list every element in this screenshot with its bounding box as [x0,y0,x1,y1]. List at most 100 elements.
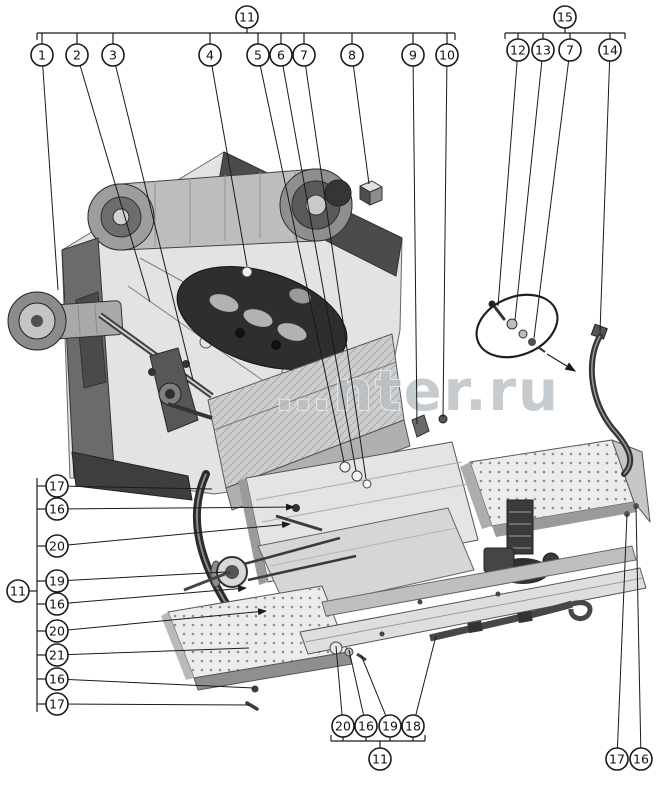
watermark: …nter.ru [275,359,560,424]
callout-20: 20 [45,534,69,558]
leader-line [56,703,251,706]
callout-number: 2 [73,48,81,63]
callout-16: 16 [45,667,69,691]
leader-line [335,645,344,727]
callout-5: 5 [246,43,270,67]
callout-circle [246,43,270,67]
callout-number: 7 [300,48,308,63]
callout-circle [401,43,425,67]
callout-number: 8 [348,48,356,63]
detail-oval [475,293,577,372]
leader-line [412,635,437,727]
callout-number: 11 [239,10,255,25]
callout-16: 16 [354,714,378,738]
callout-circle [340,43,364,67]
leader-line [442,54,448,418]
callout-circle [6,579,30,603]
leader-line [209,54,248,267]
callout-circle [235,5,259,29]
callout-circle [30,43,54,67]
callout-number: 13 [535,43,551,58]
leader-line [56,678,255,689]
callout-number: 11 [10,584,26,599]
callout-17: 17 [45,474,69,498]
callout-number: 19 [49,574,65,589]
leader-lines [41,49,642,760]
callout-circle [435,43,459,67]
group-brackets [29,28,626,748]
callout-14: 14 [598,38,622,62]
callout-circle [269,43,293,67]
callout-number: 16 [49,502,65,517]
callout-circle [292,43,316,67]
callout-17: 17 [45,692,69,716]
leader-line [497,49,519,307]
callout-13: 13 [531,38,555,62]
leader-line [616,513,628,760]
callout-7: 7 [292,43,316,67]
callout-4: 4 [198,43,222,67]
leader-line [41,54,59,291]
callout-12: 12 [506,38,530,62]
callout-6: 6 [269,43,293,67]
leader-line [280,54,357,472]
callout-circle [45,643,69,667]
callout-number: 19 [382,719,398,734]
callout-circle [598,38,622,62]
leader-line [348,649,367,727]
leader-line [351,54,370,185]
left-platform [161,585,353,711]
callout-circle [506,38,530,62]
callout-number: 7 [566,43,574,58]
callout-number: 3 [109,48,117,63]
callout-circle [629,747,653,771]
callout-number: 15 [557,10,573,25]
callout-1: 1 [30,43,54,67]
callout-18: 18 [401,714,425,738]
auger-flange [7,291,214,399]
frame-rails [299,545,647,662]
callout-number: 16 [49,597,65,612]
callout-circle [45,474,69,498]
callout-8: 8 [340,43,364,67]
callout-9: 9 [401,43,425,67]
leader-line [56,571,227,582]
leader-line [412,54,418,425]
leader-line [360,654,391,727]
callout-number: 16 [358,719,374,734]
callout-11: 11 [368,747,392,771]
callout-15: 15 [553,5,577,29]
callout-circle [558,38,582,62]
callout-16: 16 [45,497,69,521]
callout-circle [331,714,355,738]
leader-line [533,49,571,339]
callout-number: 20 [49,539,65,554]
callout-21: 21 [45,643,69,667]
callout-circle [531,38,555,62]
callout-number: 20 [49,624,65,639]
callout-16: 16 [629,747,653,771]
callout-circle [368,747,392,771]
callout-circle [553,5,577,29]
callout-circle [45,592,69,616]
rotor [176,265,348,371]
callout-11: 11 [235,5,259,29]
callout-20: 20 [331,714,355,738]
cube-part [359,180,383,206]
callout-number: 16 [633,752,649,767]
leader-line [56,485,213,490]
callout-17: 17 [605,747,629,771]
callout-10: 10 [435,43,459,67]
callout-2: 2 [65,43,89,67]
callout-number: 1 [38,48,46,63]
callout-circle [45,667,69,691]
callout-circle [65,43,89,67]
callout-circle [378,714,402,738]
callout-7: 7 [558,38,582,62]
callout-number: 4 [206,48,214,63]
callout-number: 10 [439,48,455,63]
callout-3: 3 [101,43,125,67]
leader-line [303,54,367,480]
